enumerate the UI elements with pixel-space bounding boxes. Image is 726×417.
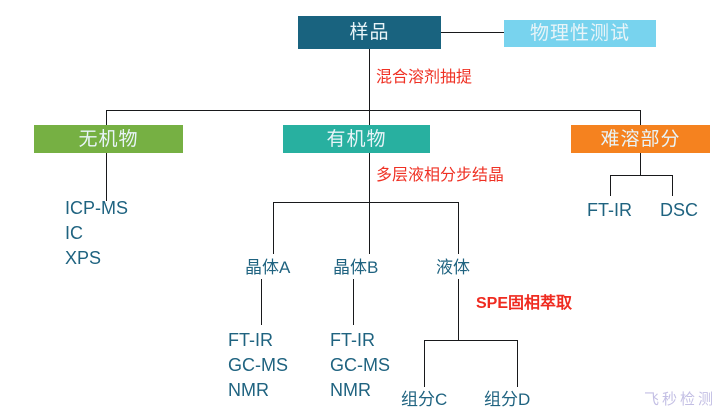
connector-bus-to-component-c — [424, 340, 425, 387]
connector-organic-down — [369, 153, 370, 202]
connector-bus-to-component-d — [517, 340, 518, 387]
connector-bus-to-inorganic — [106, 110, 107, 125]
crystal-a-method-gcms: GC-MS — [228, 355, 288, 375]
annotation-crystallization: 多层液相分步结晶 — [376, 167, 505, 184]
list-crystal-b-methods: FT-IR GC-MS NMR — [330, 328, 390, 403]
connector-bus-to-organic — [369, 110, 370, 125]
crystal-a-method-nmr: NMR — [228, 380, 269, 400]
connector-bus-to-crystal-b — [369, 202, 370, 254]
connector-bus-to-liquid — [458, 202, 459, 254]
connector-sample-to-physical — [441, 32, 504, 33]
connector-main-bus — [106, 110, 641, 111]
method-ic: IC — [65, 223, 83, 243]
method-icp-ms: ICP-MS — [65, 198, 128, 218]
annotation-spe: SPE固相萃取 — [476, 295, 573, 312]
node-insoluble-box[interactable]: 难溶部分 — [571, 125, 710, 153]
node-component-d: 组分D — [484, 390, 531, 409]
crystal-b-method-gcms: GC-MS — [330, 355, 390, 375]
connector-inorganic-down — [106, 153, 107, 201]
method-insoluble-dsc: DSC — [660, 200, 699, 220]
crystal-a-method-ftir: FT-IR — [228, 330, 273, 350]
crystal-b-method-ftir: FT-IR — [330, 330, 375, 350]
node-crystal-a: 晶体A — [245, 258, 291, 277]
node-liquid: 液体 — [436, 258, 470, 277]
connector-crystal-a-down — [261, 279, 262, 325]
list-inorganic-methods: ICP-MS IC XPS — [65, 196, 128, 271]
node-inorganic-box[interactable]: 无机物 — [34, 125, 183, 153]
node-organic-box[interactable]: 有机物 — [283, 125, 430, 153]
connector-liquid-bus — [424, 340, 517, 341]
connector-liquid-down — [458, 279, 459, 340]
watermark-label: 飞秒检测 — [643, 391, 716, 408]
connector-insoluble-to-ftir — [610, 175, 611, 196]
node-physical-test-box[interactable]: 物理性测试 — [504, 20, 656, 47]
node-sample-box[interactable]: 样品 — [298, 16, 441, 49]
connector-bus-to-crystal-a — [273, 202, 274, 254]
connector-sample-down — [369, 49, 370, 110]
method-insoluble-ftir: FT-IR — [587, 200, 632, 220]
annotation-extraction: 混合溶剂抽提 — [376, 69, 473, 86]
connector-insoluble-down — [640, 153, 641, 175]
node-component-c: 组分C — [401, 390, 448, 409]
connector-organic-bus — [273, 202, 459, 203]
method-xps: XPS — [65, 248, 102, 268]
connector-bus-to-insoluble — [640, 110, 641, 125]
list-crystal-a-methods: FT-IR GC-MS NMR — [228, 328, 288, 403]
crystal-b-method-nmr: NMR — [330, 380, 371, 400]
connector-crystal-b-down — [353, 279, 354, 325]
connector-insoluble-to-dsc — [672, 175, 673, 196]
connector-insoluble-bus — [610, 175, 673, 176]
node-crystal-b: 晶体B — [333, 258, 379, 277]
